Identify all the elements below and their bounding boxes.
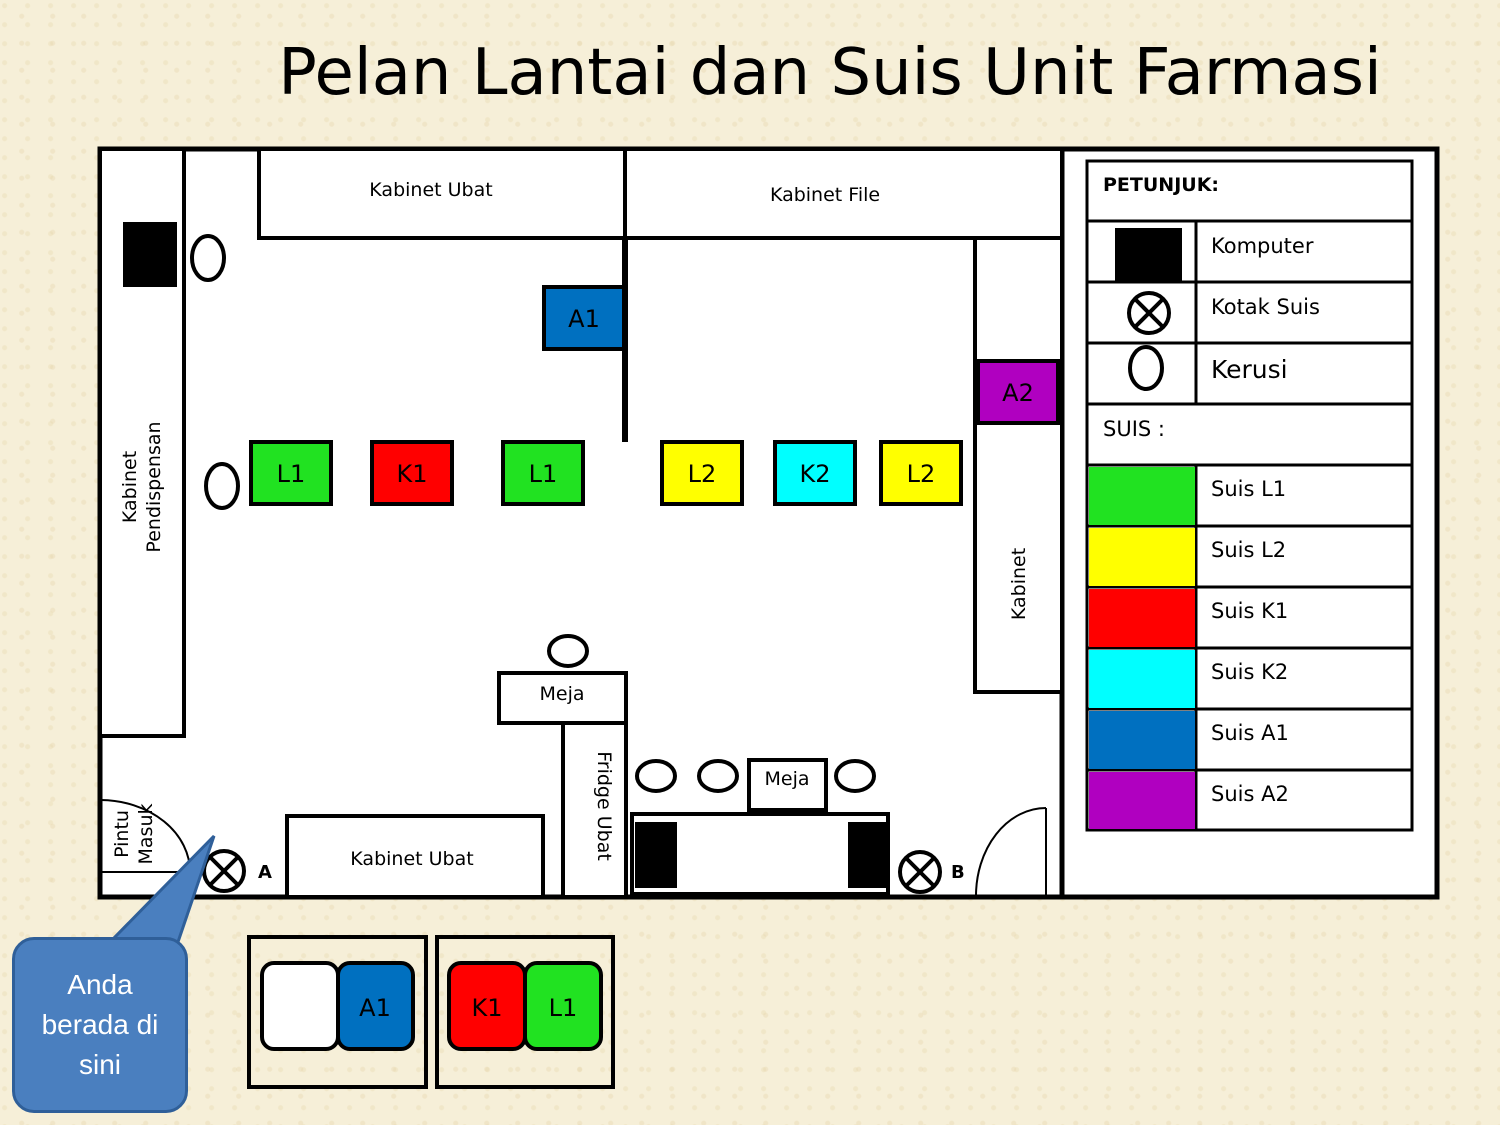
legend-swatch-k2 (1089, 650, 1195, 708)
kabinet-ubat-bottom (285, 814, 545, 899)
kabinet-ubat-top-label: Kabinet Ubat (369, 179, 492, 201)
switch-a1 (542, 285, 626, 351)
legend-item-l2: Suis L2 (1211, 538, 1286, 562)
kabinet-file-label: Kabinet File (770, 184, 880, 206)
switch-l2-1 (660, 440, 744, 506)
callout-line-3: sini (78, 1049, 121, 1080)
legend-swatch-k1 (1089, 589, 1195, 647)
panel-b-l1-label: L1 (549, 994, 578, 1022)
switch-a2-label: A2 (1002, 379, 1034, 407)
panel-b-l1-switch (523, 961, 603, 1051)
legend-title: PETUNJUK: (1103, 174, 1219, 196)
fridge-ubat (561, 721, 628, 899)
computer-icon (1115, 228, 1182, 281)
callout-line-1: Anda (67, 969, 133, 1000)
switch-l1-2-label: L1 (529, 460, 558, 488)
switch-l2-2-label: L2 (907, 460, 936, 488)
switch-panel-b (435, 935, 615, 1089)
switch-l1-1 (249, 440, 333, 506)
computer-icon (635, 822, 677, 888)
kabinet-file (623, 147, 1064, 240)
chair-icon (204, 462, 240, 510)
kabinet-ubat-top (257, 147, 627, 240)
panel-b-k1-label: K1 (471, 994, 502, 1022)
pintu-label-2: Masuk (135, 804, 157, 865)
legend-swatch-l1 (1089, 467, 1195, 525)
panel-a-a1-switch (336, 961, 415, 1051)
kabinet-right-label: Kabinet (1008, 548, 1030, 620)
pintu-label-1: Pintu (111, 810, 133, 858)
kabinet-pendispensan-label-1: Kabinet (119, 451, 141, 523)
switch-a2 (976, 359, 1060, 425)
legend-item-k1: Suis K1 (1211, 599, 1288, 623)
meja-center-label: Meja (539, 683, 584, 705)
switchbox-a-label: A (258, 862, 272, 883)
legend-kerusi: Kerusi (1211, 355, 1288, 384)
door-swing (974, 807, 1047, 898)
chair-icon (697, 759, 739, 793)
switch-l1-1-label: L1 (277, 460, 306, 488)
chair-icon (1128, 345, 1164, 391)
you-are-here-callout: Anda berada di sini (12, 937, 188, 1113)
switchbox-b-icon (898, 850, 942, 894)
switchbox-icon (1127, 291, 1171, 335)
kabinet-right (973, 236, 1064, 694)
switchbox-b-label: B (951, 862, 965, 883)
panel-a-blank-switch (260, 961, 340, 1051)
legend-kotak-suis: Kotak Suis (1211, 295, 1320, 319)
kabinet-ubat-bottom-label: Kabinet Ubat (350, 848, 473, 870)
switch-k1-label: K1 (396, 460, 427, 488)
panel-a-a1-label: A1 (359, 994, 391, 1022)
legend-suis-header: SUIS : (1103, 417, 1165, 441)
switch-k1 (370, 440, 454, 506)
switch-l2-1-label: L2 (688, 460, 717, 488)
callout-line-2: berada di (41, 1009, 159, 1040)
legend-item-a1: Suis A1 (1211, 721, 1289, 745)
chair-icon (547, 634, 589, 668)
chair-icon (190, 234, 226, 282)
switch-a1-label: A1 (568, 305, 600, 333)
legend-swatch-a2 (1089, 772, 1195, 829)
switch-k2 (773, 440, 857, 506)
fridge-ubat-label: Fridge Ubat (593, 751, 615, 861)
switch-l1-2 (501, 440, 585, 506)
legend-swatch-a1 (1089, 711, 1195, 769)
chair-icon (635, 759, 677, 793)
title-text: Pelan Lantai dan Suis Unit Farmasi (278, 36, 1382, 110)
switch-k2-label: K2 (799, 460, 830, 488)
chair-icon (834, 759, 876, 793)
switchbox-a-icon (202, 849, 246, 893)
computer-icon (123, 222, 177, 287)
legend-item-l1: Suis L1 (1211, 477, 1286, 501)
legend-komputer: Komputer (1211, 234, 1314, 258)
switch-panel-a (247, 935, 428, 1089)
legend-swatch-l2 (1089, 528, 1195, 586)
computer-icon (848, 822, 890, 888)
page-title: Pelan Lantai dan Suis Unit Farmasi (0, 36, 1500, 110)
switch-l2-2 (879, 440, 963, 506)
meja-bottom (747, 758, 828, 812)
kabinet-pendispensan-label-2: Pendispensan (143, 421, 165, 552)
door-swing (100, 799, 191, 873)
legend-item-k2: Suis K2 (1211, 660, 1288, 684)
meja-bottom-label: Meja (764, 768, 809, 790)
legend-item-a2: Suis A2 (1211, 782, 1289, 806)
